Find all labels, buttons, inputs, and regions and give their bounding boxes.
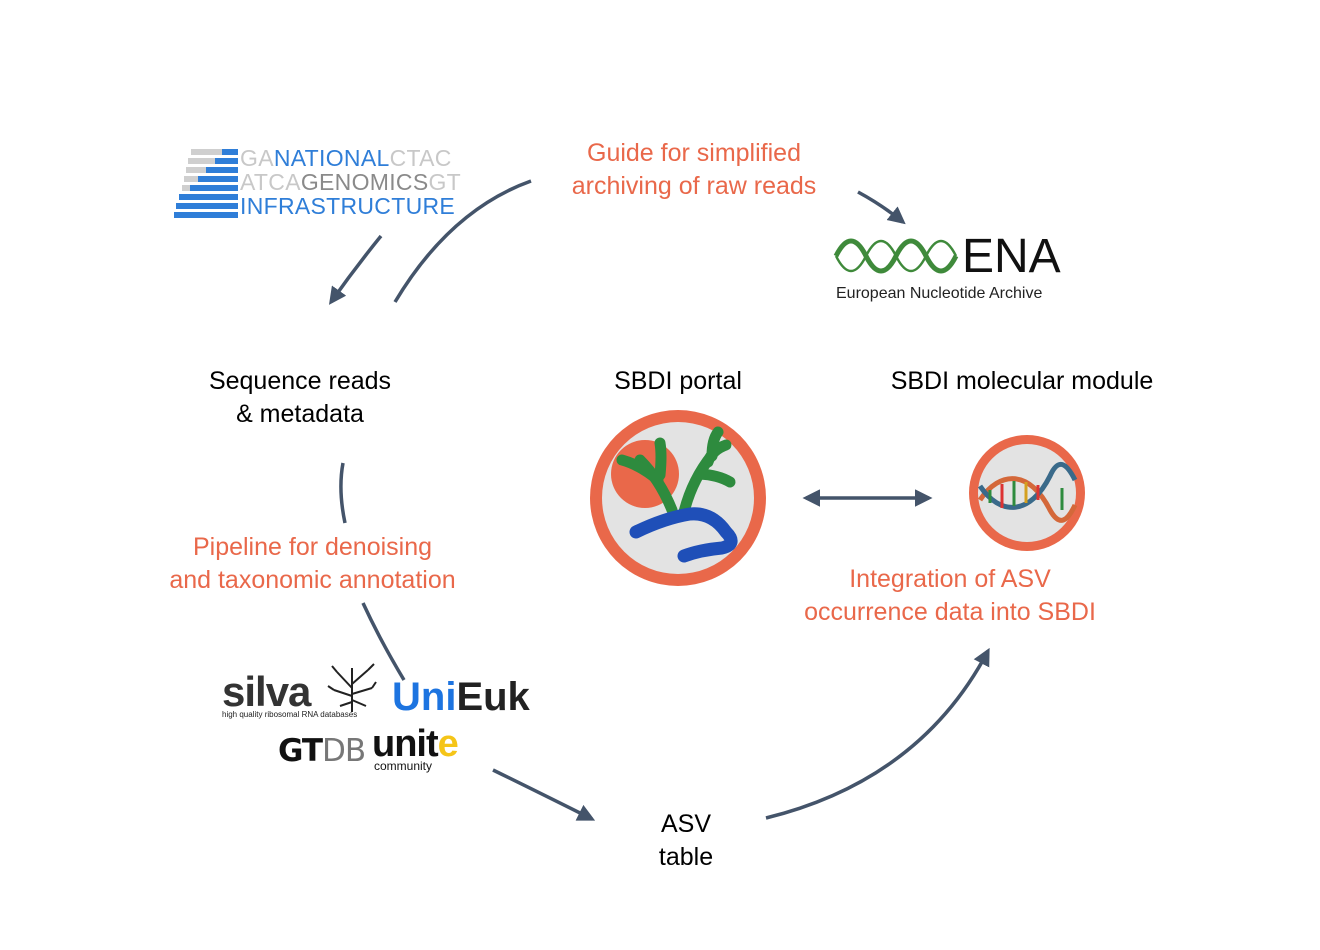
unieuk-part1: Uni xyxy=(392,675,457,719)
ngi-line-1: GANATIONALCTAC xyxy=(240,147,452,170)
line-reads-to-pipeline xyxy=(339,462,347,524)
unieuk-part2: Euk xyxy=(456,675,530,719)
guide-label: Guide for simplified archiving of raw re… xyxy=(520,137,868,203)
ena-subtitle: European Nucleotide Archive xyxy=(836,285,1043,302)
arrow-guide-to-ena xyxy=(857,190,906,225)
arrow-ngi-to-reads xyxy=(328,234,383,305)
unieuk-logo: UniEuk xyxy=(392,676,530,718)
integration-label: Integration of ASV occurrence data into … xyxy=(780,563,1120,629)
pipeline-line-1: Pipeline for denoising xyxy=(192,533,433,561)
unite-part1: unit xyxy=(372,723,439,765)
ngi-prefix: ATCA xyxy=(240,169,301,195)
asv-table-label: ASV table xyxy=(626,808,746,874)
arc-reads-to-guide xyxy=(393,179,532,303)
line-pipeline-to-databases xyxy=(361,602,406,681)
ngi-prefix: GA xyxy=(240,145,274,171)
unite-subtitle: community xyxy=(374,759,433,773)
ngi-word-infrastructure: INFRASTRUCTURE xyxy=(240,193,456,219)
arrow-databases-to-asv xyxy=(492,768,596,821)
unite-part2: e xyxy=(437,723,459,765)
ngi-word-national: NATIONAL xyxy=(273,145,390,171)
gtdb-part1: GT xyxy=(278,733,323,769)
ngi-line-2: ATCAGENOMICSGT xyxy=(240,171,461,194)
ena-title: ENA xyxy=(962,230,1061,283)
integration-line-1: Integration of ASV xyxy=(849,565,1051,593)
asv-table-line-2: table xyxy=(658,843,714,871)
molecular-module-label: SBDI molecular module xyxy=(890,367,1154,395)
sequence-reads-line-1: Sequence reads xyxy=(208,367,392,395)
pipeline-label: Pipeline for denoising and taxonomic ann… xyxy=(140,531,485,597)
ngi-word-genomics: GENOMICS xyxy=(300,169,429,195)
ngi-line-3: INFRASTRUCTURE xyxy=(240,195,455,218)
unite-title: unite xyxy=(372,723,459,765)
sbdi-portal-label: SBDI portal xyxy=(614,367,742,395)
pipeline-line-2: and taxonomic annotation xyxy=(169,566,456,594)
sequence-reads-line-2: & metadata xyxy=(236,400,364,428)
guide-line-1: Guide for simplified xyxy=(587,139,801,167)
ngi-suffix: CTAC xyxy=(389,145,452,171)
gtdb-part2: DB xyxy=(322,733,366,769)
asv-table-line-1: ASV xyxy=(660,810,712,838)
guide-line-2: archiving of raw reads xyxy=(571,172,817,200)
gtdb-logo: GTDB xyxy=(278,733,366,769)
silva-subtitle: high quality ribosomal RNA databases xyxy=(222,710,358,719)
sequence-reads-label: Sequence reads & metadata xyxy=(180,365,420,431)
arrow-asv-to-integration xyxy=(765,647,990,820)
silva-title: silva xyxy=(222,668,311,715)
ngi-suffix: GT xyxy=(428,169,462,195)
integration-line-2: occurrence data into SBDI xyxy=(804,598,1096,626)
